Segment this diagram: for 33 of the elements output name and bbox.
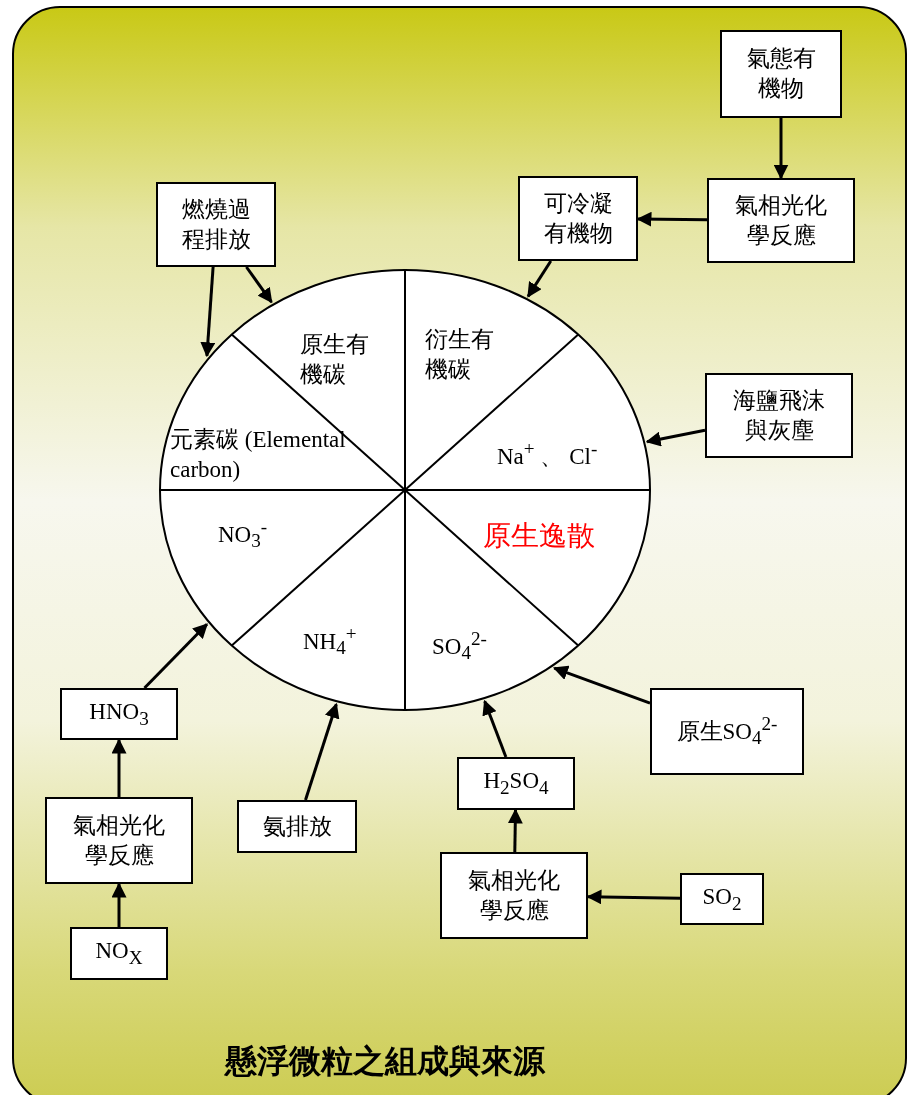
arrow	[304, 702, 340, 801]
arrow	[586, 889, 681, 905]
text-box: 氨排放	[237, 800, 357, 853]
sector-label: 原生逸散	[483, 518, 623, 555]
arrow	[245, 266, 273, 304]
text-box: 氣相光化學反應	[707, 178, 855, 263]
text-box: 海鹽飛沫與灰塵	[705, 373, 853, 458]
arrow	[482, 699, 508, 758]
arrow	[773, 118, 789, 180]
arrow	[552, 665, 651, 705]
text-box: 氣相光化學反應	[45, 797, 193, 884]
arrow	[111, 738, 127, 797]
sector-label: 原生有機碳	[300, 330, 372, 390]
text-box: 可冷凝有機物	[518, 176, 638, 261]
text-box: NO$_{X}$	[70, 927, 168, 980]
sector-label: 衍生有機碳	[425, 325, 497, 385]
text-box: 氣相光化學反應	[440, 852, 588, 939]
arrow	[143, 623, 208, 690]
text-box: 燃燒過程排放	[156, 182, 276, 267]
arrow	[111, 882, 127, 927]
arrow	[200, 266, 216, 358]
arrow	[645, 428, 706, 447]
arrow	[636, 211, 707, 227]
sector-label: 元素碳 (Elemental carbon)	[170, 425, 380, 485]
text-box: 氣態有機物	[720, 30, 842, 118]
arrow	[507, 808, 523, 853]
text-box: SO$_{2}$	[680, 873, 764, 925]
sector-label: Na$^{+}$ 、 Cl$^{-}$	[497, 437, 617, 472]
text-box: HNO$_{3}$	[60, 688, 178, 740]
text-box: H$_{2}$SO$_{4}$	[457, 757, 575, 810]
arrow	[526, 260, 553, 298]
pie-circle	[160, 270, 650, 710]
title-text: 懸浮微粒之組成與來源	[223, 1041, 546, 1082]
